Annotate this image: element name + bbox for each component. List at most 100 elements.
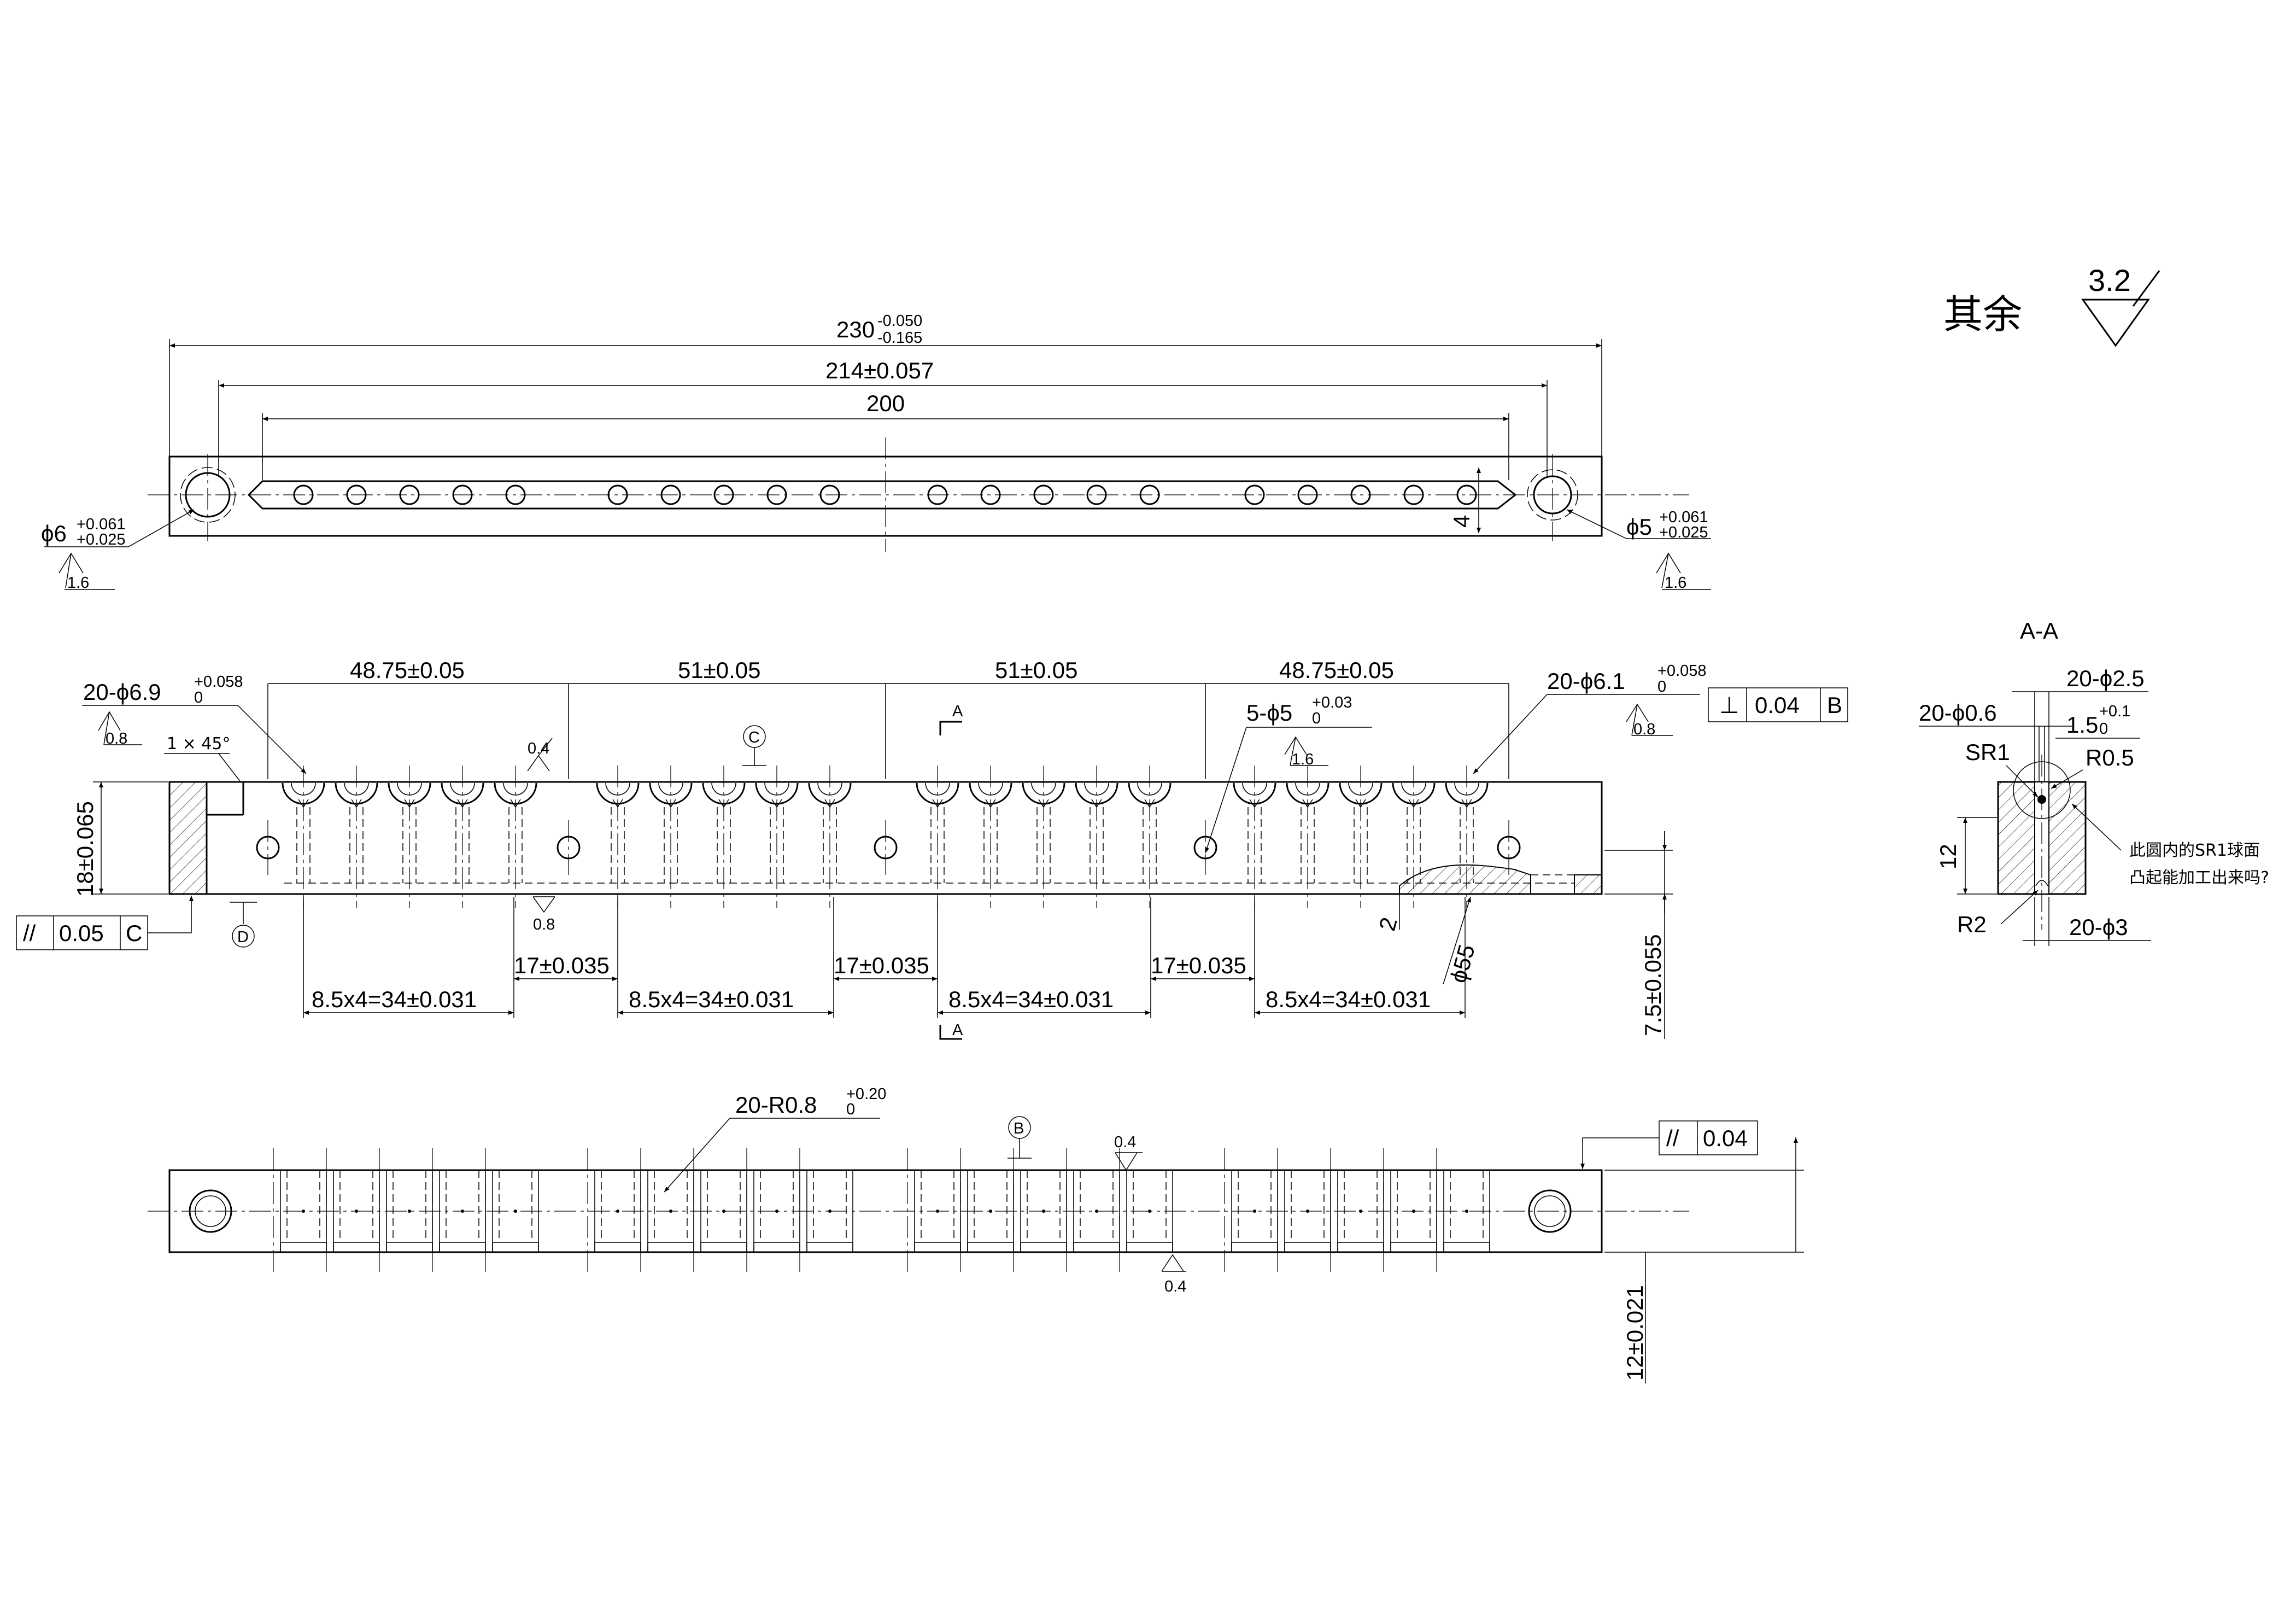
grooves-dim-lower: 0 xyxy=(846,1101,855,1118)
pitch-group-1: 48.75±0.05 xyxy=(350,657,465,683)
bottom-roughness-bottom: 0.4 xyxy=(1164,1278,1186,1295)
slot-hole xyxy=(819,484,840,505)
dim-overall-length-upper: -0.050 xyxy=(877,312,922,330)
grooves-dim-upper: +0.20 xyxy=(846,1085,886,1103)
bottom-view: 20-R0.8 +0.20 0 B 0.4 0.4 // 0.04 12±0.0… xyxy=(148,1085,1804,1383)
right-hole-roughness: 1.6 xyxy=(1665,574,1686,592)
slot-hole xyxy=(1139,484,1160,505)
dim-overall-length-lower: -0.165 xyxy=(877,329,922,347)
parallelism-value: 0.05 xyxy=(59,920,104,946)
left-hole-roughness: 1.6 xyxy=(67,574,89,592)
datum-c-label: C xyxy=(748,729,760,746)
roughness-symbol-icon xyxy=(2081,270,2160,347)
slot-hole xyxy=(927,484,948,505)
right-dowel-hole xyxy=(1533,475,1572,515)
section-depth-base: 1.5 xyxy=(2066,712,2098,738)
datum-d-label: D xyxy=(237,928,249,946)
section-marker-bottom xyxy=(939,1025,962,1040)
hole-pitch-3: 8.5x4=34±0.031 xyxy=(948,986,1114,1012)
pitch-group-3: 51±0.05 xyxy=(995,657,1078,683)
section-hole-large: 20-ϕ3 xyxy=(2069,914,2128,940)
dim-overall-length-base: 230 xyxy=(836,317,875,342)
slot-hole xyxy=(1403,484,1424,505)
perpendicularity-frame: ⊥ 0.04 B xyxy=(1708,687,1848,722)
roughness-symbol-icon xyxy=(532,896,555,913)
section-marker-top xyxy=(939,721,962,735)
roughness-symbol-icon xyxy=(1656,552,1681,588)
chamfer-dim: 1 × 45° xyxy=(167,734,230,753)
section-hole-small: 20-ϕ2.5 xyxy=(2066,665,2145,691)
left-hole-dim-upper: +0.061 xyxy=(77,516,126,533)
datum-d-circle xyxy=(232,925,255,948)
section-radius-bottom: R2 xyxy=(1957,912,1987,937)
section-depth-lower: 0 xyxy=(2099,720,2108,738)
slot-hole xyxy=(452,484,473,505)
left-hole-dim-base: ϕ6 xyxy=(41,521,67,546)
section-height: 12 xyxy=(1935,844,1961,869)
bottom-roughness-top: 0.4 xyxy=(1114,1134,1136,1151)
section-note-line2: 凸起能加工出来吗? xyxy=(2129,868,2269,887)
dim-slot-length: 200 xyxy=(866,390,905,416)
front-radius: ϕ55 xyxy=(1445,942,1480,985)
slot-hole xyxy=(1297,484,1318,505)
roughness-symbol-icon xyxy=(58,552,84,588)
section-marker-bottom-label: A xyxy=(952,1021,963,1039)
left-hole-dim-lower: +0.025 xyxy=(77,531,126,548)
front-view: 48.75±0.05 51±0.05 51±0.05 48.75±0.05 20… xyxy=(16,657,1848,1040)
slot-hole xyxy=(766,484,787,505)
slot-hole xyxy=(1456,484,1477,505)
roughness-symbol-icon xyxy=(1161,1254,1186,1272)
bottom-pockets xyxy=(273,1148,1490,1274)
roughness-symbol-icon xyxy=(1115,1152,1143,1171)
slot-hole xyxy=(1350,484,1371,505)
front-small-holes xyxy=(256,820,1521,875)
small-holes-dim-base: 5-ϕ5 xyxy=(1246,700,1292,726)
roughness-symbol-icon xyxy=(1284,736,1328,766)
bottom-left-hole xyxy=(189,1189,232,1233)
roughness-symbol-icon xyxy=(98,711,142,745)
left-bores-dim-lower: 0 xyxy=(194,689,203,706)
right-hole-dim-base: ϕ5 xyxy=(1626,514,1652,540)
bottom-parallelism-frame: // 0.04 xyxy=(1580,1120,1758,1169)
top-view: 230 -0.050 -0.165 214±0.057 200 4 ϕ6 +0.… xyxy=(41,312,1711,592)
slot-hole xyxy=(713,484,734,505)
right-hole-dim-lower: +0.025 xyxy=(1659,524,1708,541)
section-hole-tiny: 20-ϕ0.6 xyxy=(1919,700,1997,726)
section-radius-top: R0.5 xyxy=(2086,745,2134,770)
right-hole-dim-upper: +0.061 xyxy=(1659,509,1708,526)
front-depth: 2 xyxy=(1374,915,1402,934)
grooves-dim-base: 20-R0.8 xyxy=(735,1092,817,1118)
slot-hole xyxy=(1244,484,1265,505)
datum-b-label: B xyxy=(1014,1120,1024,1137)
small-holes-dim-lower: 0 xyxy=(1312,710,1321,727)
right-bores-dim-upper: +0.058 xyxy=(1657,662,1707,680)
dim-hole-span: 214±0.057 xyxy=(825,358,934,383)
parallelism-symbol: // xyxy=(23,920,36,946)
pitch-group-2: 51±0.05 xyxy=(678,657,761,683)
dim-slot-width: 4 xyxy=(1449,515,1474,528)
top-slot xyxy=(247,480,1517,510)
section-sphere: SR1 xyxy=(1965,739,2010,765)
front-bores xyxy=(282,766,1489,908)
group-spacing-3: 17±0.035 xyxy=(1151,953,1246,978)
slot-hole xyxy=(399,484,420,505)
section-title: A-A xyxy=(2020,618,2058,644)
slot-hole xyxy=(1086,484,1107,505)
left-bores-dim-base: 20-ϕ6.9 xyxy=(83,679,161,705)
left-bores-roughness: 0.8 xyxy=(106,730,127,747)
perpendicularity-value: 0.04 xyxy=(1755,692,1800,718)
hole-pitch-2: 8.5x4=34±0.031 xyxy=(629,986,794,1012)
hole-pitch-1: 8.5x4=34±0.031 xyxy=(312,986,477,1012)
small-holes-roughness: 1.6 xyxy=(1292,751,1314,768)
bottom-height: 12±0.021 xyxy=(1622,1285,1648,1381)
right-bores-dim-lower: 0 xyxy=(1657,678,1666,696)
perpendicularity-datum: B xyxy=(1827,692,1842,718)
slot-hole xyxy=(607,484,628,505)
surface-finish-note: 其余 3.2 xyxy=(1943,263,2160,347)
bottom-parallelism-value: 0.04 xyxy=(1703,1125,1748,1151)
group-spacing-1: 17±0.035 xyxy=(514,953,610,978)
bottom-right-hole xyxy=(1528,1189,1572,1233)
front-roughness-top: 0.4 xyxy=(528,740,549,757)
roughness-symbol-icon xyxy=(1626,703,1673,736)
